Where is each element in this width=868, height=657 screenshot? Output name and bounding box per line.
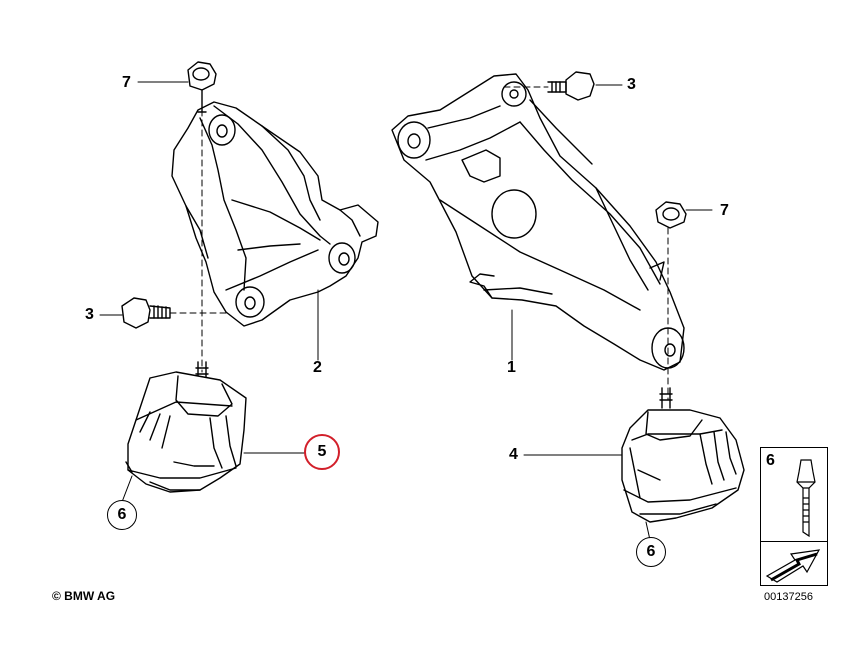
callout-1: 1 [507,359,516,376]
callout-7-right: 7 [720,202,729,219]
right-engine-mount [621,387,745,523]
callout-6-right: 6 [636,537,666,567]
callout-3-left: 3 [85,306,94,323]
callout-6-left: 6 [107,500,137,530]
right-bracket [391,73,685,371]
callout-3-right: 3 [627,76,636,93]
callout-6-right-label: 6 [646,543,656,560]
nut-right [655,201,687,229]
callout-7-left: 7 [122,74,131,91]
inset-divider [761,541,827,542]
callout-2: 2 [313,359,322,376]
copyright-text: © BMW AG [52,589,116,603]
callout-5-label: 5 [317,443,327,460]
callout-5-highlighted[interactable]: 5 [304,434,340,470]
bolt-right [547,71,595,101]
inset-part-6: 6 [760,447,828,586]
callout-4: 4 [509,446,518,463]
left-engine-mount [125,361,247,493]
inset-label: 6 [766,452,775,469]
arrow-icon [765,549,821,583]
inset-bolt-drawing [796,459,816,538]
bolt-left [121,297,171,329]
left-bracket [171,101,379,327]
callout-6-left-label: 6 [117,506,127,523]
reference-number: 00137256 [764,591,813,603]
